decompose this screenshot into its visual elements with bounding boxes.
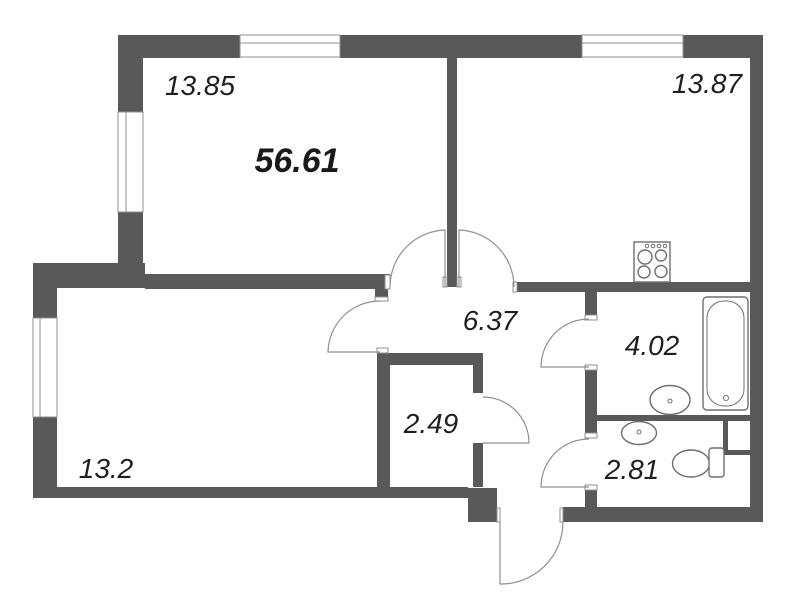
wall-segment — [473, 443, 483, 487]
door-jamb — [584, 314, 598, 321]
stove-knob — [650, 243, 656, 249]
door-jamb — [376, 347, 389, 354]
wall-segment — [118, 58, 143, 112]
wall-segment — [473, 365, 483, 393]
window-frame — [32, 317, 41, 418]
wall-segment — [33, 288, 57, 318]
total-area-label: 56.61 — [254, 142, 339, 180]
stove-burner — [654, 249, 668, 262]
stove-burner — [637, 249, 653, 265]
toilet-bowl — [671, 449, 711, 478]
room-labels: 13.85 13.87 56.61 6.37 4.02 2.49 13.2 2.… — [79, 68, 744, 485]
entrance-door-arc — [499, 521, 564, 585]
window-frame — [239, 34, 341, 44]
door-jamb — [559, 507, 564, 523]
wall-segment — [585, 292, 597, 315]
wall-segment — [513, 282, 750, 292]
wall-segment — [597, 415, 750, 421]
wall-segment — [563, 507, 763, 522]
wall-segment — [683, 35, 763, 58]
wall-segment — [585, 490, 597, 522]
door-jamb — [374, 296, 389, 302]
sink-icon — [649, 384, 691, 416]
door-jamb — [584, 432, 598, 439]
stove-knob — [656, 243, 662, 249]
wall-segment — [447, 58, 457, 287]
doors — [327, 229, 590, 585]
room-area-label: 13.87 — [672, 68, 743, 99]
wall-segment — [377, 353, 390, 487]
bathtub-drain — [723, 395, 729, 401]
stove-icon — [633, 241, 671, 283]
window-frame — [117, 111, 127, 213]
wall-segment — [723, 450, 750, 455]
wall-segment — [468, 488, 497, 522]
door-arc — [482, 396, 530, 444]
bathtub-icon — [702, 296, 749, 411]
room-area-label: 2.81 — [604, 454, 660, 485]
room-area-label: 13.85 — [165, 70, 235, 101]
bathtub-basin — [706, 300, 745, 407]
toilet-icon — [671, 447, 725, 478]
wall-segment — [377, 353, 483, 365]
door-jamb — [384, 274, 391, 290]
room-area-label: 2.49 — [403, 408, 459, 439]
wall-segment — [33, 487, 468, 498]
wall-segment — [375, 289, 388, 297]
door-arc — [389, 229, 446, 288]
room-area-label: 6.37 — [463, 305, 519, 336]
walls — [33, 35, 763, 522]
wall-segment — [33, 417, 57, 498]
door-jamb — [512, 281, 518, 293]
wall-segment — [340, 35, 582, 58]
stove-knob — [662, 243, 668, 249]
stove-burner — [654, 264, 668, 279]
window-frame — [581, 34, 684, 44]
wall-segment — [118, 35, 240, 58]
sink-faucet — [667, 398, 673, 404]
sink-faucet — [636, 429, 642, 435]
door-arc — [458, 229, 515, 288]
door-arc — [540, 438, 590, 488]
wall-segment — [145, 274, 390, 289]
door-arc — [327, 300, 381, 353]
door-jamb — [496, 507, 501, 523]
wall-segment — [750, 58, 763, 520]
toilet-tank — [708, 447, 725, 478]
stove-burner — [637, 265, 651, 279]
wall-segment — [585, 370, 597, 433]
wall-segment — [723, 421, 728, 452]
wall-segment — [33, 263, 145, 288]
stove-knob — [644, 243, 650, 249]
room-area-label: 4.02 — [625, 330, 680, 361]
door-arc — [540, 318, 590, 368]
sink-icon — [620, 420, 658, 446]
windows — [32, 34, 684, 418]
room-area-label: 13.2 — [79, 453, 134, 484]
